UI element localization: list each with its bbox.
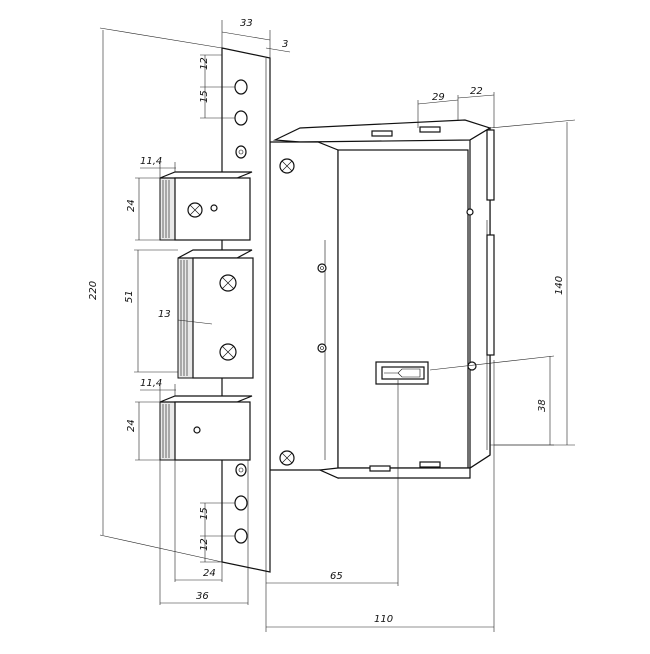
dim-front-width: 33 (240, 18, 253, 29)
bolt-middle (177, 249, 254, 379)
dim-bolt-projection: 24 (203, 568, 216, 579)
bolt-top-screw (187, 202, 203, 218)
faceplate-hole-6 (234, 528, 248, 544)
faceplate-hole-1 (234, 79, 248, 95)
bolt-mid-face (192, 257, 254, 379)
dim-bolt-top-height: 24 (126, 199, 137, 212)
dim-bolt-top-depth: 11,4 (140, 156, 162, 167)
faceplate-hole-4 (235, 463, 247, 477)
rivet-top (317, 263, 327, 273)
bolt-mid-side (177, 257, 194, 379)
cover-edge-top (317, 141, 339, 151)
faceplate-hole-3-center (238, 149, 244, 155)
case-bottom-rim (317, 467, 471, 479)
dim-bolt-bottom-height: 24 (126, 419, 137, 432)
rivet-mid-center (320, 346, 324, 350)
dim-top-offset-a: 29 (432, 92, 445, 103)
bolt-top-pin (210, 204, 218, 212)
side-tab-top (486, 129, 495, 201)
side-tab-bottom (486, 234, 495, 356)
dim-backset: 65 (330, 571, 343, 582)
top-slot-1 (371, 130, 393, 137)
dimension-lines (99, 20, 576, 632)
lock-body (269, 119, 495, 479)
rivet-top-center (320, 266, 324, 270)
bolt-top-side (159, 177, 176, 241)
key-shape (384, 368, 421, 378)
bolt-mid-screw-bottom (219, 343, 237, 361)
bolt-top-top (159, 171, 253, 179)
bolt-top (159, 171, 253, 241)
dim-bolt-bottom-depth: 11,4 (140, 378, 162, 389)
rivet-mid (317, 343, 327, 353)
dim-top-hole-pitch: 15 (199, 90, 210, 103)
bolt-bottom (159, 395, 253, 461)
dim-bottom-hole-offset: 12 (199, 538, 210, 551)
faceplate-hole-2 (234, 110, 248, 126)
dim-body-height: 140 (554, 276, 565, 295)
cover-screw-top (279, 158, 295, 174)
rivet-right (467, 361, 477, 371)
bolt-bottom-pin (193, 426, 201, 434)
case-right-side (469, 126, 491, 470)
rivet-right-top (466, 208, 474, 216)
dimension-labels: 33 3 12 15 11,4 24 51 13 11,4 24 220 15 … (88, 18, 565, 625)
dim-bottom-hole-pitch: 15 (199, 507, 210, 520)
cover-screw-bottom (279, 450, 295, 466)
cover-plate-left (269, 141, 339, 479)
bolt-mid-screw-top (219, 274, 237, 292)
faceplate-hole-5 (234, 495, 248, 511)
dim-body-depth: 110 (374, 614, 393, 625)
dim-cylinder-height: 38 (537, 399, 548, 412)
top-slot-2 (419, 126, 441, 133)
dim-bolt-mid-height: 51 (124, 290, 135, 303)
bottom-slot-1 (369, 465, 391, 472)
dim-plate-thickness: 3 (282, 39, 288, 50)
dim-total-height: 220 (88, 281, 99, 300)
faceplate-hole-4-center (238, 467, 244, 473)
bottom-slot-2 (419, 461, 441, 468)
dim-top-hole-offset: 12 (199, 57, 210, 70)
faceplate-hole-3 (235, 145, 247, 159)
bolt-bottom-side (159, 401, 176, 461)
dim-bolt-mid-offset: 13 (158, 309, 171, 320)
bolt-bottom-face (174, 401, 251, 461)
dim-top-offset-b: 22 (470, 86, 483, 97)
cylinder-insert (381, 366, 425, 380)
dim-bolt-projection-total: 36 (196, 591, 209, 602)
bolt-bottom-top (159, 395, 253, 403)
cover-plate (337, 149, 469, 469)
